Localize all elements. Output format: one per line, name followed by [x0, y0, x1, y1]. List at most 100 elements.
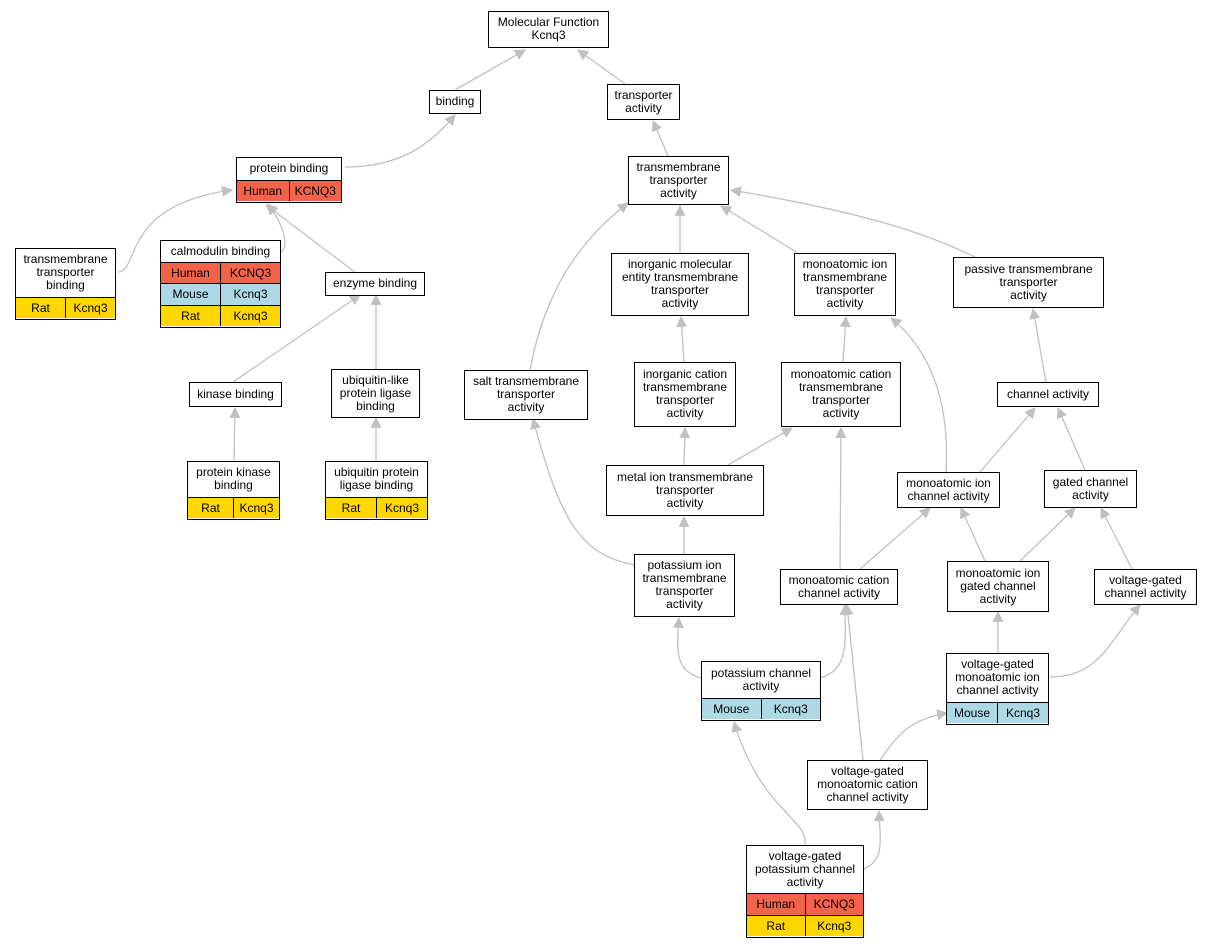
annotation-row: Human KCNQ3: [237, 179, 342, 201]
node-title: inorganic molecular entity transmembrane…: [621, 257, 739, 310]
node-voltage-gated-channel-activity[interactable]: voltage-gated channel activity: [1094, 569, 1197, 605]
edge-proteinkinase-to-kinase: [229, 406, 241, 462]
annotation-gene: Kcnq3: [804, 915, 864, 936]
edge-monoionchannel-to-channel: [979, 407, 1036, 473]
node-monoatomic-ion-tm-transporter[interactable]: monoatomic ion transmembrane transporter…: [794, 253, 896, 316]
node-title: monoatomic ion gated channel activity: [955, 565, 1041, 606]
node-transmembrane-transporter-activity[interactable]: transmembrane transporter activity: [628, 156, 729, 205]
node-title: monoatomic cation transmembrane transpor…: [790, 367, 892, 420]
node-ubiquitin-like-protein-ligase-binding[interactable]: ubiquitin-like protein ligase binding: [331, 369, 420, 418]
node-title: kinase binding: [197, 386, 274, 401]
node-title: potassium channel activity: [710, 665, 812, 693]
node-voltage-gated-monoatomic-ion-channel[interactable]: voltage-gated monoatomic ion channel act…: [946, 653, 1049, 725]
node-voltage-gated-potassium-channel[interactable]: voltage-gated potassium channel activity…: [746, 845, 864, 938]
node-title: potassium ion transmembrane transporter …: [642, 558, 727, 611]
annotation-gene: KCNQ3: [804, 894, 864, 915]
node-title: binding: [435, 94, 475, 108]
annotation-row: Rat Kcnq3: [326, 496, 427, 518]
edge-passive-to-tmtransporter: [729, 186, 976, 258]
edge-kinase-to-enzyme: [232, 294, 361, 383]
node-kinase-binding[interactable]: kinase binding: [189, 382, 282, 407]
node-molecular-function-kcnq3[interactable]: Molecular Function Kcnq3: [488, 11, 609, 48]
annotation-species: Human: [243, 183, 283, 198]
node-title: passive transmembrane transporter activi…: [964, 261, 1093, 302]
node-title: voltage-gated monoatomic ion channel act…: [955, 657, 1040, 698]
node-monoatomic-cation-channel-activity[interactable]: monoatomic cation channel activity: [780, 569, 898, 605]
node-title: Molecular Function Kcnq3: [497, 15, 600, 42]
edge-monocationchannel-to-monocationtm: [835, 426, 847, 570]
annotation-gene: KCNQ3: [220, 262, 280, 283]
node-title: enzyme binding: [332, 276, 418, 290]
edge-voltagegated-to-gated: [1100, 507, 1133, 570]
edge-binding-to-mf: [454, 49, 526, 91]
node-enzyme-binding[interactable]: enzyme binding: [325, 272, 425, 296]
edge-salt-to-tmtransporter: [529, 202, 629, 371]
edge-monocationchannel-to-monoionchannel: [859, 507, 931, 570]
node-gated-channel-activity[interactable]: gated channel activity: [1044, 470, 1137, 508]
node-inorganic-cation-tm-transporter[interactable]: inorganic cation transmembrane transport…: [634, 362, 736, 427]
node-title: protein binding: [249, 161, 329, 176]
edge-monoiongated-to-monoionchannel: [960, 506, 986, 562]
annotation-gene: Kcnq3: [376, 497, 427, 518]
annotation-species: Rat: [766, 918, 786, 933]
node-title: monoatomic ion channel activity: [906, 475, 991, 503]
edge-proteinbinding-to-binding: [344, 114, 456, 168]
edge-gated-to-channel: [1056, 406, 1086, 471]
node-title: voltage-gated channel activity: [1104, 572, 1187, 600]
node-title: channel activity: [1006, 386, 1090, 401]
annotation-species: Mouse: [172, 287, 209, 302]
node-title: protein kinase binding: [196, 465, 271, 493]
annotation-row: Rat Kcnq3: [161, 304, 280, 326]
node-title: monoatomic ion transmembrane transporter…: [802, 257, 888, 310]
annotation-gene: Kcnq3: [220, 284, 280, 305]
edge-vgpotassium-to-vgmonocation: [863, 809, 885, 870]
node-inorganic-molecular-entity-tm-transporter[interactable]: inorganic molecular entity transmembrane…: [611, 253, 749, 316]
annotation-species: Human: [756, 897, 796, 912]
node-metal-ion-tm-transporter[interactable]: metal ion transmembrane transporter acti…: [606, 465, 764, 516]
node-potassium-ion-tm-transporter[interactable]: potassium ion transmembrane transporter …: [634, 554, 735, 617]
node-voltage-gated-monoatomic-cation-channel[interactable]: voltage-gated monoatomic cation channel …: [807, 760, 928, 810]
annotation-species: Rat: [201, 500, 220, 515]
node-title: ubiquitin-like protein ligase binding: [339, 372, 412, 413]
annotation-species: Mouse: [713, 701, 750, 716]
node-monoatomic-ion-channel-activity[interactable]: monoatomic ion channel activity: [897, 472, 1000, 508]
node-passive-transmembrane-transporter[interactable]: passive transmembrane transporter activi…: [953, 257, 1104, 308]
annotation-gene: Kcnq3: [760, 698, 821, 719]
node-title: salt transmembrane transporter activity: [472, 374, 580, 414]
node-binding[interactable]: binding: [429, 90, 481, 114]
annotation-gene: KCNQ3: [288, 180, 342, 201]
node-monoatomic-ion-gated-channel[interactable]: monoatomic ion gated channel activity: [947, 561, 1049, 612]
edge-enzyme-to-proteinbinding: [265, 204, 357, 274]
edge-metalion-to-monocationtm: [727, 427, 793, 466]
edge-transporter-to-mf: [577, 49, 626, 85]
annotation-gene: Kcnq3: [220, 305, 280, 326]
node-transporter-activity[interactable]: transporter activity: [607, 84, 680, 120]
edge-vgpotassium-to-potassiumchannel: [731, 720, 806, 846]
edge-monoiongated-to-gated: [1019, 507, 1076, 562]
edge-channel-to-passive: [1029, 307, 1047, 383]
node-title: voltage-gated potassium channel activity: [754, 849, 856, 889]
edge-monoion-to-tmtransporter: [720, 205, 799, 254]
node-monoatomic-cation-tm-transporter[interactable]: monoatomic cation transmembrane transpor…: [781, 362, 901, 427]
edge-tmtransporter-to-transporter: [651, 119, 669, 157]
node-title: monoatomic cation channel activity: [788, 572, 890, 600]
edge-vgmonocation-to-monocationchannel: [842, 603, 864, 761]
edge-potassiumchannel-to-monocationchannel: [819, 603, 851, 679]
node-title: calmodulin binding: [170, 243, 271, 258]
node-salt-transmembrane-transporter[interactable]: salt transmembrane transporter activity: [464, 370, 588, 420]
annotation-species: Rat: [341, 500, 361, 515]
node-title: transmembrane transporter binding: [23, 252, 108, 293]
node-title: metal ion transmembrane transporter acti…: [616, 469, 754, 510]
node-channel-activity[interactable]: channel activity: [997, 382, 1099, 407]
annotation-species: Rat: [181, 308, 200, 323]
node-title: transmembrane transporter activity: [636, 159, 721, 200]
node-title: inorganic cation transmembrane transport…: [642, 367, 728, 420]
